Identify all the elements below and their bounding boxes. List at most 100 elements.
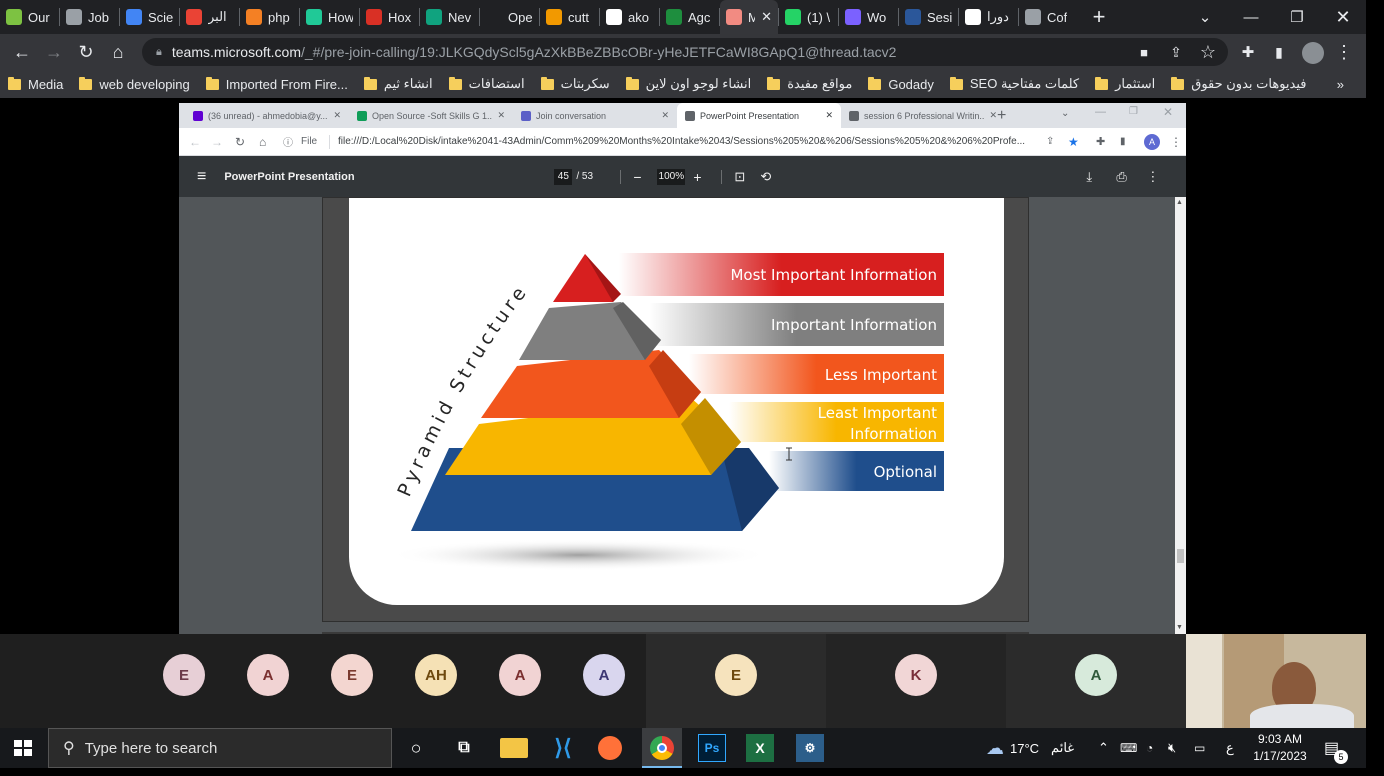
address-bar[interactable]: 🔒︎ teams.microsoft.com/_#/pre-join-calli…	[142, 38, 1228, 66]
browser-tab[interactable]: cutt	[540, 0, 599, 34]
participant-avatar[interactable]: AH	[415, 654, 457, 696]
hamburger-menu-icon[interactable]: ≡	[197, 167, 207, 185]
browser-tab[interactable]: Cof	[1019, 0, 1078, 34]
browser-tab[interactable]: Scie	[120, 0, 179, 34]
wifi-icon[interactable]: ◔	[1146, 741, 1154, 755]
extensions-icon[interactable]: ✚	[1241, 44, 1255, 61]
browser-tab[interactable]: Wo	[839, 0, 898, 34]
inner-sidepanel-icon[interactable]: ▮	[1120, 136, 1126, 147]
file-explorer-icon[interactable]	[500, 738, 528, 758]
participant-avatar[interactable]: K	[895, 654, 937, 696]
bookmark-item[interactable]: انشاء ثيم	[356, 70, 441, 98]
inner-back-button[interactable]: ←	[189, 134, 201, 149]
page-number-input[interactable]: 45	[554, 168, 573, 185]
inner-close[interactable]: ✕	[1163, 105, 1174, 119]
bookmark-item[interactable]: استضافات	[441, 70, 533, 98]
browser-tab[interactable]: How	[300, 0, 359, 34]
browser-tab[interactable]: دورا	[959, 0, 1018, 34]
home-button[interactable]: ⌂	[112, 41, 124, 62]
participant-avatar[interactable]: E	[331, 654, 373, 696]
inner-close-tab-icon[interactable]: ✕	[825, 110, 833, 120]
scroll-up-arrow[interactable]: ▲	[1176, 199, 1183, 206]
back-button[interactable]: ←	[13, 41, 31, 62]
forward-button[interactable]: →	[45, 41, 63, 62]
bookmark-item[interactable]: Godady	[860, 70, 942, 98]
taskbar-search-box[interactable]: ⚲ Type here to search	[48, 728, 392, 768]
bookmark-item[interactable]: web developing	[71, 70, 197, 98]
excel-icon[interactable]: X	[746, 734, 774, 762]
inner-close-tab-icon[interactable]: ✕	[661, 110, 669, 120]
language-indicator[interactable]: ع	[1226, 740, 1234, 755]
browser-tab[interactable]: Hox	[360, 0, 419, 34]
inner-browser-tab[interactable]: (36 unread) - ahmedobia@y...✕	[185, 103, 349, 128]
bookmark-item[interactable]: استثمار	[1087, 70, 1163, 98]
zoom-in-button[interactable]: +	[693, 168, 702, 185]
close-tab-icon[interactable]: ✕	[761, 9, 772, 24]
new-tab-button[interactable]: +	[1092, 4, 1106, 29]
inner-minimize[interactable]: —	[1095, 106, 1106, 118]
inner-reload-button[interactable]: ↻	[235, 134, 246, 149]
inner-tab-search[interactable]: ⌄	[1061, 108, 1070, 119]
inner-close-tab-icon[interactable]: ✕	[333, 110, 341, 120]
bookmark-item[interactable]: Media	[0, 70, 71, 98]
browser-tab[interactable]: php	[240, 0, 299, 34]
bookmark-item[interactable]: Imported From Fire...	[198, 70, 356, 98]
scrollbar-thumb[interactable]	[1177, 549, 1184, 563]
browser-tab[interactable]: Sesi	[899, 0, 958, 34]
cortana-icon[interactable]: ○	[410, 737, 422, 758]
side-panel-icon[interactable]: ▮	[1275, 43, 1283, 60]
rotate-icon[interactable]: ⟲	[760, 168, 772, 184]
bookmark-item[interactable]: مواقع مفيدة	[759, 70, 860, 98]
zoom-input[interactable]: 100%	[657, 168, 686, 185]
browser-tab[interactable]: ako	[600, 0, 659, 34]
inner-browser-tab[interactable]: Join conversation✕	[513, 103, 677, 128]
info-icon[interactable]: ⓘ	[283, 138, 293, 149]
bookmarks-overflow-button[interactable]: »	[1336, 76, 1344, 92]
restore-button[interactable]: ❐	[1290, 9, 1304, 26]
tray-expand-icon[interactable]: ⌃	[1098, 740, 1109, 755]
inner-new-tab-button[interactable]: +	[997, 107, 1007, 124]
minimize-button[interactable]: —	[1243, 8, 1259, 26]
pdf-more-icon[interactable]: ⋮	[1146, 168, 1160, 184]
inner-browser-tab[interactable]: Open Source -Soft Skills G 1...✕	[349, 103, 513, 128]
inner-restore[interactable]: ❐	[1129, 106, 1138, 117]
participant-avatar[interactable]: A	[247, 654, 289, 696]
bookmark-star-icon[interactable]: ☆	[1199, 41, 1217, 62]
inner-browser-tab[interactable]: PowerPoint Presentation✕	[677, 103, 841, 128]
vscode-icon[interactable]: ⟩⟨	[554, 735, 572, 760]
windows-start-icon[interactable]	[14, 740, 32, 756]
battery-icon[interactable]: ▭	[1194, 741, 1206, 755]
fit-page-icon[interactable]: ⊡	[734, 168, 746, 184]
browser-tab[interactable]: Our	[0, 0, 59, 34]
reload-button[interactable]: ↻	[78, 41, 94, 62]
inner-menu-icon[interactable]: ⋮	[1170, 134, 1182, 149]
inner-share-icon[interactable]: ⇪	[1046, 136, 1055, 147]
inner-home-button[interactable]: ⌂	[259, 134, 267, 149]
browser-tab[interactable]: Job	[60, 0, 119, 34]
tab-search-button[interactable]: ⌄	[1198, 9, 1212, 26]
inner-close-tab-icon[interactable]: ✕	[497, 110, 505, 120]
zoom-out-button[interactable]: −	[633, 168, 642, 185]
inner-browser-tab[interactable]: session 6 Professional Writin...✕	[841, 103, 1005, 128]
inner-profile-avatar[interactable]: A	[1144, 133, 1160, 150]
browser-tab[interactable]: M✕	[720, 0, 778, 34]
inner-close-tab-icon[interactable]: ✕	[989, 110, 997, 120]
participant-avatar[interactable]: E	[715, 654, 757, 696]
browser-tab[interactable]: (1) \	[779, 0, 838, 34]
pdf-scrollbar[interactable]	[1175, 197, 1186, 634]
browser-tab[interactable]: Ope	[480, 0, 539, 34]
inner-extensions-icon[interactable]: ✚	[1096, 136, 1106, 148]
close-window-button[interactable]: ✕	[1335, 6, 1351, 27]
clock[interactable]: 9:03 AM 1/17/2023	[1246, 728, 1314, 768]
chrome-taskbar-active[interactable]	[642, 728, 682, 768]
download-icon[interactable]: ⤓	[1086, 168, 1093, 184]
camera-icon[interactable]: ■	[1140, 44, 1148, 60]
inner-url[interactable]: file:///D:/Local%20Disk/intake%2041-43Ad…	[338, 136, 1026, 147]
browser-tab[interactable]: Agc	[660, 0, 719, 34]
weather-widget[interactable]: ☁ 17°C غائم	[986, 728, 1074, 768]
inner-star-icon[interactable]: ★	[1068, 134, 1079, 149]
bookmark-item[interactable]: فيديوهات بدون حقوق	[1163, 70, 1314, 98]
mysql-workbench-icon[interactable]: ⚙	[796, 734, 824, 762]
participant-avatar[interactable]: A	[1075, 654, 1117, 696]
bookmark-item[interactable]: سكربتات	[533, 70, 618, 98]
